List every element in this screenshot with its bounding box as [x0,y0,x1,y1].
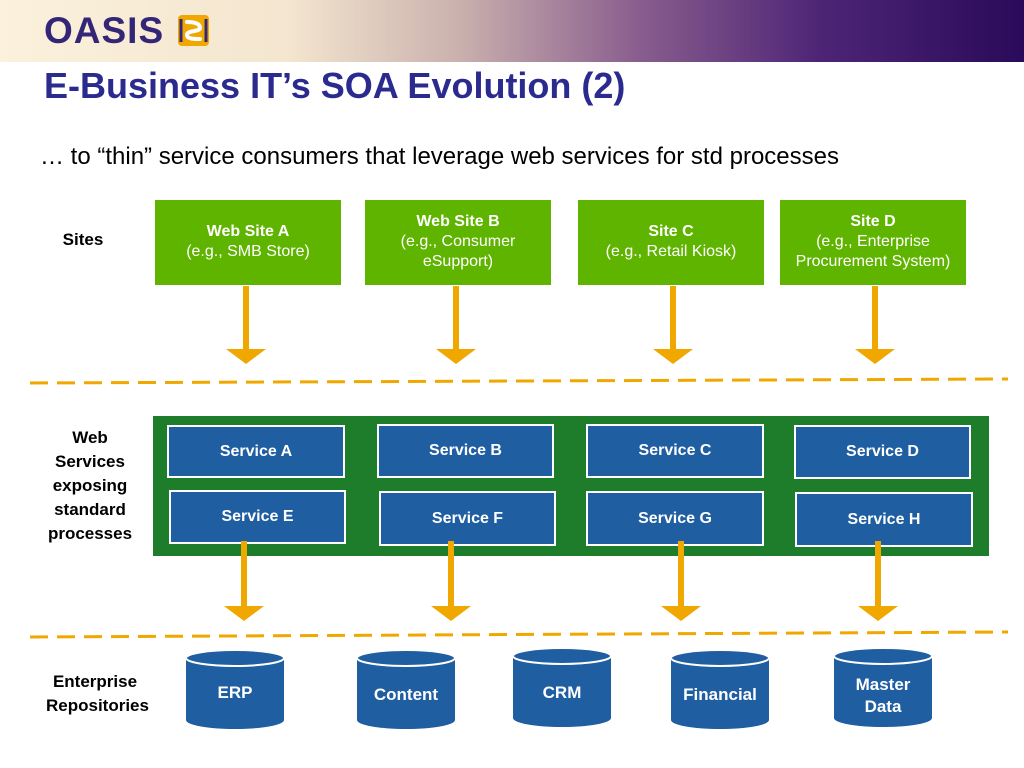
arrow-site-d-shaft [872,286,878,350]
repository-label: Master Data [855,675,911,716]
site-name: Web Site A [206,223,290,240]
site-detail: (e.g., Enterprise Procurement System) [795,233,951,270]
repository-content: Content [357,650,455,730]
arrow-site-c-head [653,349,693,364]
database-icon [834,648,932,727]
arrow-service-f-head [431,606,471,621]
site-detail: (e.g., Retail Kiosk) [605,243,737,260]
page-subtitle: … to “thin” service consumers that lever… [40,143,839,170]
database-icon [671,650,769,729]
service-box-h: Service H [795,492,973,547]
service-box-a: Service A [167,425,345,478]
arrow-site-a-shaft [243,286,249,350]
repository-label: ERP [217,683,253,702]
repository-crm: CRM [513,648,611,728]
service-box-f: Service F [379,491,556,546]
service-box-g: Service G [586,491,764,546]
site-box-a: Web Site A (e.g., SMB Store) [155,200,341,285]
row-label-web-services: Web Services exposing standard processes [34,426,146,546]
repository-erp: ERP [186,650,284,730]
database-icon [513,648,611,727]
service-box-e: Service E [169,490,346,544]
oasis-logo: OASIS [44,10,165,51]
service-box-c: Service C [586,424,764,478]
site-box-b: Web Site B (e.g., Consumer eSupport) [365,200,551,285]
repository-master-data: Master Data [834,648,932,728]
database-icon [357,650,455,729]
arrow-service-e-head [224,606,264,621]
site-name: Site D [850,213,896,230]
repository-label: Content [373,685,439,704]
repository-financial: Financial [671,650,769,730]
arrow-site-b-shaft [453,286,459,350]
repository-label: Financial [683,685,757,704]
site-name: Site C [648,223,694,240]
site-name: Web Site B [416,213,500,230]
service-box-d: Service D [794,425,971,479]
site-box-c: Site C (e.g., Retail Kiosk) [578,200,764,285]
row-label-web-services-text: Web Services exposing standard processes [47,428,133,543]
site-detail: (e.g., Consumer eSupport) [400,233,516,270]
repository-label: CRM [542,683,582,702]
oasis-logo-mark-icon [178,15,209,46]
page-title: E-Business IT’s SOA Evolution (2) [44,65,626,106]
arrow-service-g-head [661,606,701,621]
row-label-repositories-text: Enterprise Repositories [46,672,149,715]
arrow-site-b-head [436,349,476,364]
header-band [0,0,1024,62]
arrow-site-d-head [855,349,895,364]
arrow-service-h-head [858,606,898,621]
dashed-separator-bottom [29,630,1009,639]
arrow-site-c-shaft [670,286,676,350]
site-box-d: Site D (e.g., Enterprise Procurement Sys… [780,200,966,285]
row-label-repositories: Enterprise Repositories [30,670,160,718]
site-detail: (e.g., SMB Store) [186,243,310,260]
arrow-site-a-head [226,349,266,364]
service-box-b: Service B [377,424,554,478]
database-icon [186,650,284,729]
dashed-separator-top [29,377,1009,385]
row-label-sites: Sites [62,230,104,249]
arrows-sites-to-services [226,286,895,364]
